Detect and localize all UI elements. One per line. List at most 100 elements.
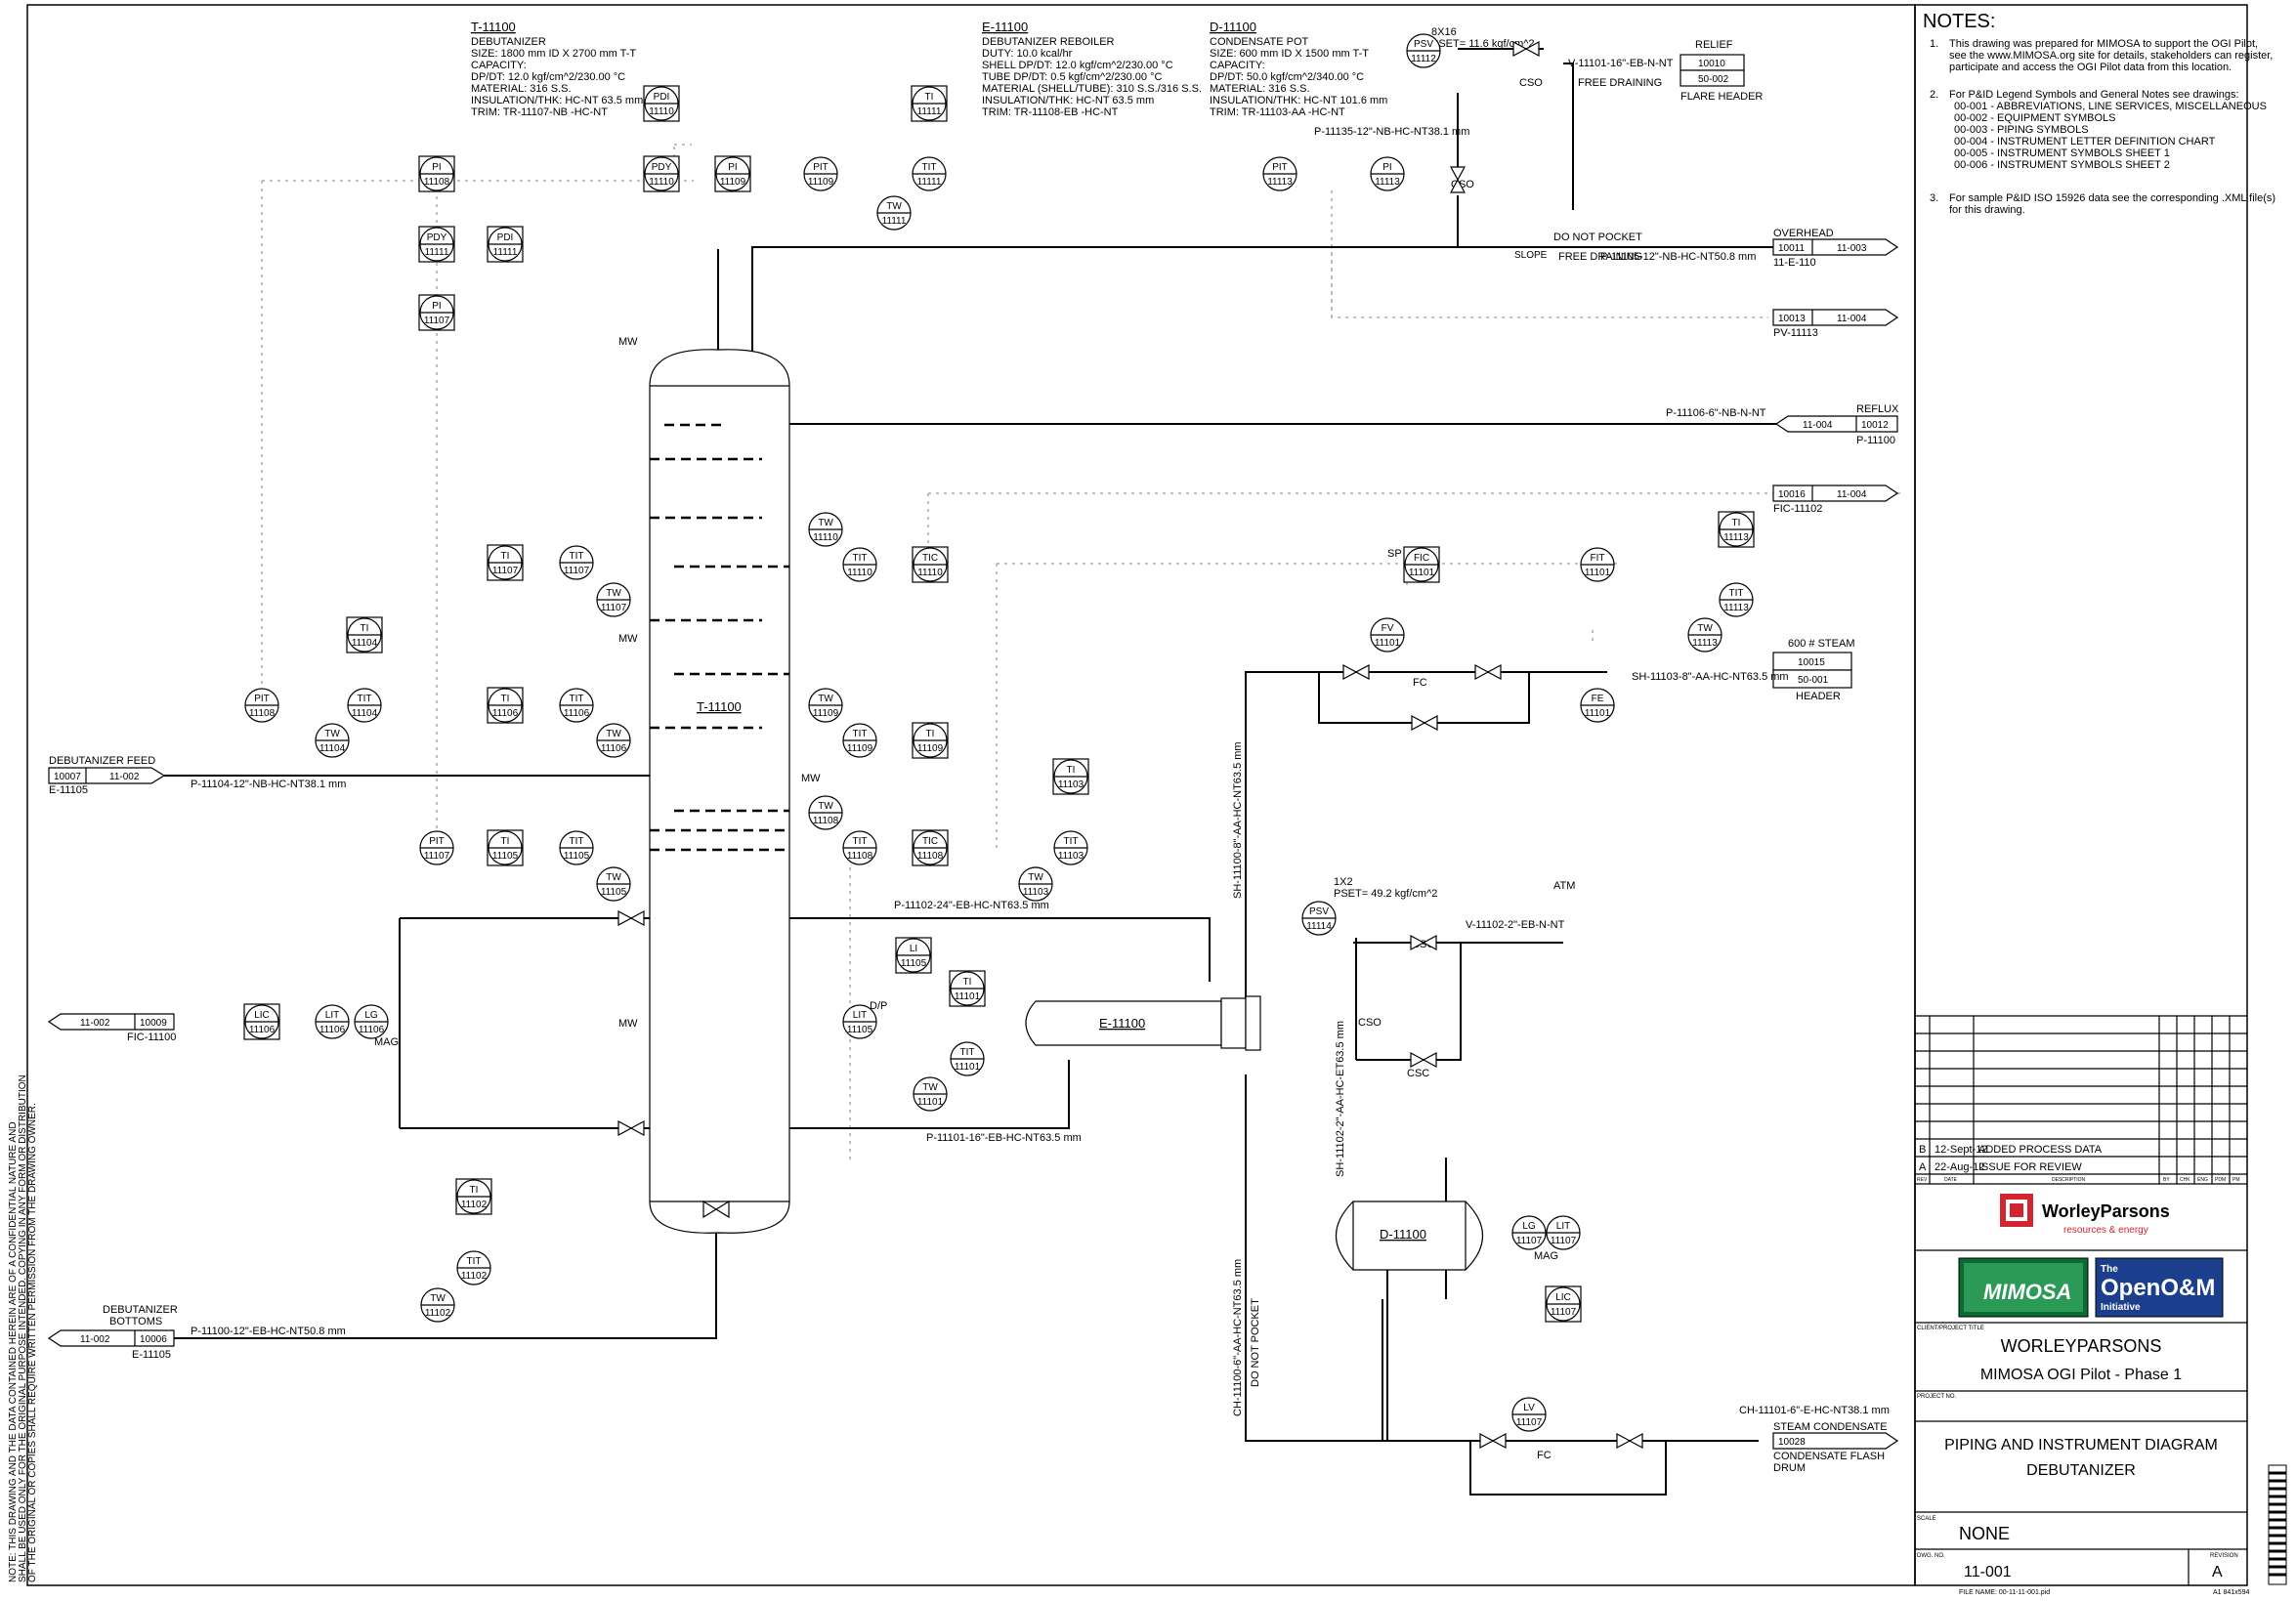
svg-text:00-002 - EQUIPMENT SYMBOLS: 00-002 - EQUIPMENT SYMBOLS <box>1954 112 2115 124</box>
svg-text:DATE: DATE <box>1944 1177 1958 1183</box>
offpage-pv11113[interactable]: 10013 11-004 PV-11113 <box>1772 309 1899 339</box>
svg-text:FREE DRAINING: FREE DRAINING <box>1578 77 1662 89</box>
offpage-steam[interactable]: 600 # STEAM 10015 50-001 HEADER <box>1772 638 1854 702</box>
instrument-loop-number: 11107 <box>1551 1307 1577 1318</box>
instrument-function: PDY <box>652 162 672 173</box>
offpage-overhead[interactable]: OVERHEAD 10011 11-003 11-E-110 <box>1772 228 1899 269</box>
instrument-function: PIT <box>429 836 445 847</box>
offpage-fic11102[interactable]: 10016 11-004 FIC-11102 <box>1772 485 1899 515</box>
instrument-loop-number: 11108 <box>424 177 450 188</box>
instrument-function: PIT <box>254 694 270 704</box>
offpage-feed[interactable]: DEBUTANIZER FEED 10007 11-002 E-11105 <box>48 755 166 796</box>
instrument-loop-number: 11108 <box>847 851 873 862</box>
instrument-function: LIT <box>853 1010 867 1021</box>
scale-bar-icon <box>2268 1464 2287 1585</box>
instrument-function: TI <box>501 694 510 704</box>
instrument-loop-number: 11101 <box>1585 708 1611 719</box>
offpage-fic11100[interactable]: 11-002 10009 FIC-11100 <box>47 1013 176 1043</box>
instruments-layer: PDI11110PDY11110PI11109PIT11109TI11111TI… <box>243 33 1755 1432</box>
svg-text:D-11100: D-11100 <box>1210 20 1256 34</box>
offpage-condensate[interactable]: STEAM CONDENSATE 10028 CONDENSATE FLASH … <box>1772 1421 1899 1474</box>
instrument-loop-number: 11111 <box>917 106 942 117</box>
instrument-loop-number: 11113 <box>1267 177 1293 188</box>
svg-text:INSULATION/THK: HC-NT 101.6 mm: INSULATION/THK: HC-NT 101.6 mm <box>1210 95 1387 106</box>
svg-text:ENG: ENG <box>2197 1177 2208 1183</box>
instrument-function: TI <box>963 977 972 988</box>
svg-text:00-005 - INSTRUMENT SYMBOLS SH: 00-005 - INSTRUMENT SYMBOLS SHEET 1 <box>1954 147 2170 159</box>
svg-text:CAPACITY:: CAPACITY: <box>471 60 527 71</box>
drawing-title-1: PIPING AND INSTRUMENT DIAGRAM <box>1944 1437 2218 1454</box>
svg-text:FILE NAME: 00-11-11-001.pid: FILE NAME: 00-11-11-001.pid <box>1959 1589 2050 1596</box>
svg-text:E-11100: E-11100 <box>982 20 1028 34</box>
offpage-reflux[interactable]: REFLUX 11-004 10012 P-11100 <box>1774 403 1899 446</box>
offpage-relief[interactable]: RELIEF 10010 50-002 FLARE HEADER <box>1679 39 1763 103</box>
svg-text:CSC: CSC <box>1407 1068 1429 1079</box>
offpage-bottoms[interactable]: DEBUTANIZER BOTTOMS 11-002 10006 E-11105 <box>47 1304 178 1361</box>
instrument-function: TIT <box>960 1047 975 1058</box>
